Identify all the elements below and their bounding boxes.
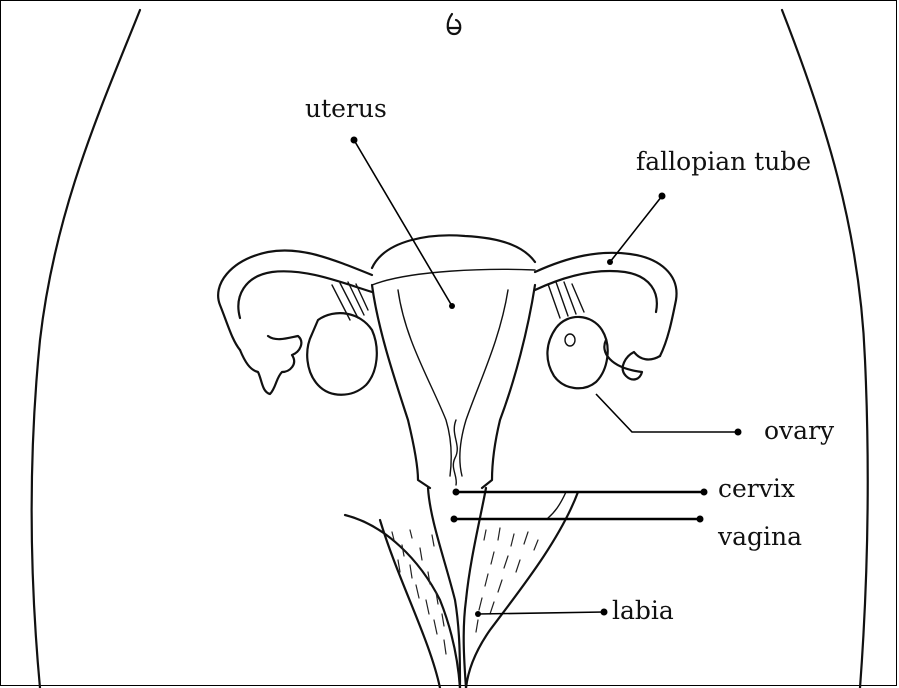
right-labium — [466, 492, 578, 688]
leader-vagina — [451, 516, 704, 523]
uterus-right-wall — [482, 285, 535, 488]
left-ovary — [307, 313, 377, 395]
label-vagina: vagina — [718, 524, 802, 549]
navel-mark — [448, 14, 461, 34]
uterus-cavity — [372, 269, 535, 285]
right-labium-fold — [548, 492, 566, 518]
uterus-inner-left — [398, 290, 451, 476]
body-outline-left — [32, 10, 140, 688]
right-fimbriae — [604, 340, 660, 379]
uterus-left-wall — [372, 285, 430, 488]
left-fimbriae — [240, 336, 301, 394]
left-labium-inner — [380, 520, 440, 688]
uterus-canal-wavy — [453, 420, 457, 485]
label-uterus: uterus — [305, 96, 387, 121]
label-labia: labia — [612, 598, 674, 623]
label-fallopian-tube: fallopian tube — [636, 149, 811, 174]
right-ovary — [547, 317, 607, 388]
leader-ovary — [596, 394, 742, 436]
right-ligament — [548, 282, 584, 318]
labia-hatching — [392, 528, 538, 654]
body-outline-right — [782, 10, 868, 688]
left-labium — [345, 515, 460, 688]
leader-labia — [475, 609, 608, 618]
uterus-inner-right — [460, 290, 508, 476]
right-ovary-follicle — [565, 334, 575, 346]
uterus-fundus — [372, 235, 535, 268]
label-ovary: ovary — [764, 418, 834, 443]
leader-cervix — [453, 489, 708, 496]
leader-uterus — [351, 137, 456, 310]
right-fallopian-tube-lower — [535, 271, 657, 312]
label-cervix: cervix — [718, 476, 795, 501]
left-fallopian-tube-lower — [238, 271, 372, 318]
